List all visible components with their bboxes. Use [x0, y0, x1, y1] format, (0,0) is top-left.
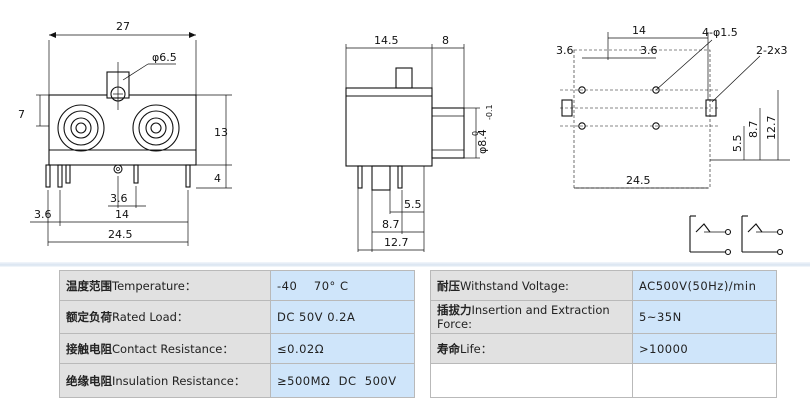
- spec-value-temperature: -40 70° C: [270, 270, 415, 301]
- dim-front-left-height: 7: [18, 108, 25, 121]
- front-view: 27 φ6.5 7 13 4 3.6 14 24.5 3.6: [18, 20, 232, 246]
- dim-shaft-diameter: φ8.4: [476, 129, 489, 154]
- dim-front-bottom-width: 24.5: [108, 228, 133, 241]
- spec-value-voltage: AC500V(50Hz)/min: [632, 270, 777, 301]
- dim-side-top-right: 8: [442, 34, 449, 47]
- spec-row: 绝缘电阻Insulation Resistance： ≥500MΩ DC 500…: [59, 363, 777, 398]
- dim-pcb-mid-pitch: 3.6: [640, 44, 658, 57]
- spec-label-life: 寿命Life：: [430, 333, 633, 364]
- dim-shaft-tol-upper: 0: [471, 131, 480, 136]
- dim-front-width: 27: [116, 20, 130, 33]
- spec-row: 温度范围Temperature： -40 70° C 耐压Withstand V…: [59, 270, 777, 301]
- spec-value-rated-load: DC 50V 0.2A: [270, 300, 415, 334]
- pcb-layout: 14 3.6 3.6 4-φ1.5 2-2x3 24.5 5.5 8.7 12.…: [556, 24, 790, 189]
- dim-front-left-pitch: 3.6: [34, 208, 52, 221]
- dim-pcb-v1: 5.5: [731, 135, 744, 153]
- spec-label-temperature: 温度范围Temperature：: [59, 270, 271, 301]
- spec-label-voltage: 耐压Withstand Voltage:: [430, 270, 633, 301]
- dim-side-h1: 5.5: [404, 198, 422, 211]
- spec-row: 额定负荷Rated Load： DC 50V 0.2A 插拔力Insertion…: [59, 300, 777, 334]
- dim-side-top-left: 14.5: [374, 34, 399, 47]
- dim-pcb-v2: 8.7: [747, 121, 760, 139]
- section-divider: [0, 262, 810, 267]
- dim-side-h2: 8.7: [382, 218, 400, 231]
- spec-label-insulation: 绝缘电阻Insulation Resistance：: [59, 363, 271, 398]
- dim-pcb-top: 14: [632, 24, 646, 37]
- spec-value-insulation: ≥500MΩ DC 500V: [270, 363, 415, 398]
- dim-pcb-left-pitch: 3.6: [556, 44, 574, 57]
- spec-label-contact: 接触电阻Contact Resistance：: [59, 333, 271, 364]
- spec-label-force: 插拔力Insertion and Extraction Force:: [430, 300, 633, 334]
- technical-drawing: 27 φ6.5 7 13 4 3.6 14 24.5 3.6: [18, 20, 790, 256]
- dim-front-pitch-b: 14: [115, 208, 129, 221]
- dim-front-right-low: 4: [214, 172, 221, 185]
- spec-value-life: >10000: [632, 333, 777, 364]
- spec-value-contact: ≤0.02Ω: [270, 333, 415, 364]
- spec-row: 接触电阻Contact Resistance： ≤0.02Ω 寿命Life： >…: [59, 333, 777, 364]
- dim-shaft-tol-lower: -0.1: [485, 104, 494, 120]
- dim-pcb-holes: 4-φ1.5: [702, 26, 738, 39]
- dim-knob-diameter: φ6.5: [152, 51, 177, 64]
- dim-front-pitch-a: 3.6: [110, 192, 128, 205]
- spec-value-force: 5~35N: [632, 300, 777, 334]
- dim-pcb-slots: 2-2x3: [756, 44, 787, 57]
- spec-label-rated-load: 额定负荷Rated Load：: [59, 300, 271, 334]
- dim-front-right-height: 13: [214, 126, 228, 139]
- dim-pcb-v3: 12.7: [765, 116, 778, 141]
- dim-side-h3: 12.7: [384, 236, 409, 249]
- side-view: 14.5 8 φ8.4 0 -0.1 5.5 8.7 12.7: [345, 34, 494, 252]
- dim-pcb-width: 24.5: [626, 174, 651, 187]
- schematic-symbols: [689, 215, 784, 256]
- spec-table: 温度范围Temperature： -40 70° C 耐压Withstand V…: [59, 270, 777, 398]
